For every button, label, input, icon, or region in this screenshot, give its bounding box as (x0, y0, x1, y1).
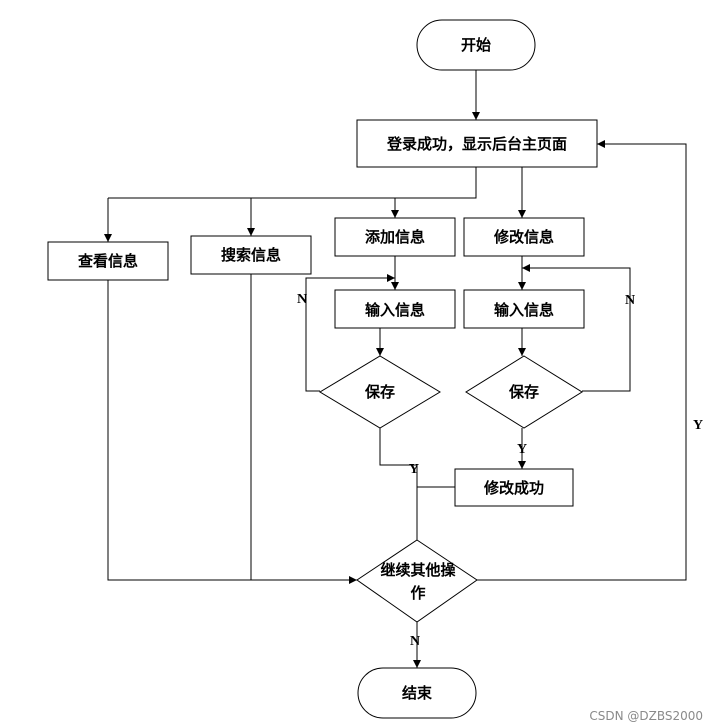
node-login-label: 登录成功，显示后台主页面 (386, 135, 567, 153)
node-login: 登录成功，显示后台主页面 (356, 119, 598, 168)
node-start: 开始 (416, 19, 536, 71)
edge-to-add (391, 197, 476, 218)
node-edit-label: 修改信息 (493, 228, 554, 246)
label-add-yes: Y (409, 462, 419, 477)
label-edit-yes: Y (517, 442, 527, 457)
node-input-add-label: 输入信息 (365, 301, 425, 319)
node-input-edit: 输入信息 (463, 289, 585, 329)
edge-login-branch (108, 167, 477, 199)
edge-continue-yes (477, 140, 687, 581)
node-add: 添加信息 (334, 217, 456, 257)
label-edit-no: N (625, 293, 635, 308)
edge-view-continue (107, 280, 357, 584)
node-save-edit-label: 保存 (508, 383, 539, 401)
watermark: CSDN @DZBS2000 (589, 709, 703, 723)
edge-save-add-yes (379, 428, 421, 566)
node-search-label: 搜索信息 (221, 246, 281, 264)
node-end: 结束 (357, 667, 477, 719)
node-continue-label-line2: 作 (410, 584, 425, 602)
node-end-label: 结束 (402, 684, 433, 702)
node-save-add-label: 保存 (364, 383, 395, 401)
label-add-no: N (297, 292, 307, 307)
node-input-edit-label: 输入信息 (494, 301, 554, 319)
node-view: 查看信息 (47, 241, 169, 281)
label-continue-yes: Y (693, 418, 703, 433)
edges (104, 70, 687, 668)
node-edit-success: 修改成功 (454, 468, 574, 507)
node-input-add: 输入信息 (334, 289, 456, 329)
edge-labels: N Y N Y Y N (297, 292, 703, 649)
label-continue-no: N (410, 634, 420, 649)
node-continue: 继续其他操 作 (356, 539, 478, 623)
node-view-label: 查看信息 (78, 252, 138, 270)
node-start-label: 开始 (461, 36, 491, 54)
node-add-label: 添加信息 (365, 228, 425, 246)
node-save-add: 保存 (319, 355, 441, 429)
node-continue-label-line1: 继续其他操 (380, 561, 456, 579)
node-save-edit: 保存 (465, 355, 583, 429)
node-search: 搜索信息 (190, 235, 312, 275)
edge-save-edit-no (522, 264, 631, 392)
edge-save-add-no (305, 274, 395, 392)
node-edit-success-label: 修改成功 (483, 479, 544, 497)
node-edit: 修改信息 (463, 217, 585, 257)
